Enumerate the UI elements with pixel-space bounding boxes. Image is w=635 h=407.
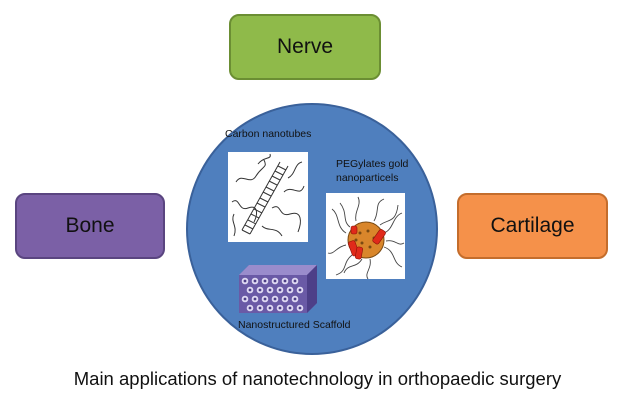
peg-gold-label-line1: PEGylates gold [336, 158, 409, 170]
peg-gold-label-line2: nanoparticels [336, 172, 399, 184]
bone-box: Bone [15, 193, 165, 259]
carbon-nanotubes-image [228, 152, 308, 242]
nerve-box: Nerve [229, 14, 381, 80]
figure-caption: Main applications of nanotechnology in o… [73, 368, 562, 389]
carbon-nanotubes-label: Carbon nanotubes [225, 128, 312, 140]
scaffold-label: Nanostructured Scaffold [238, 319, 351, 331]
peg-gold-nanoparticles-image [326, 193, 405, 280]
cartilage-box: Cartilage [457, 193, 608, 259]
nanostructured-scaffold-image [239, 265, 317, 313]
